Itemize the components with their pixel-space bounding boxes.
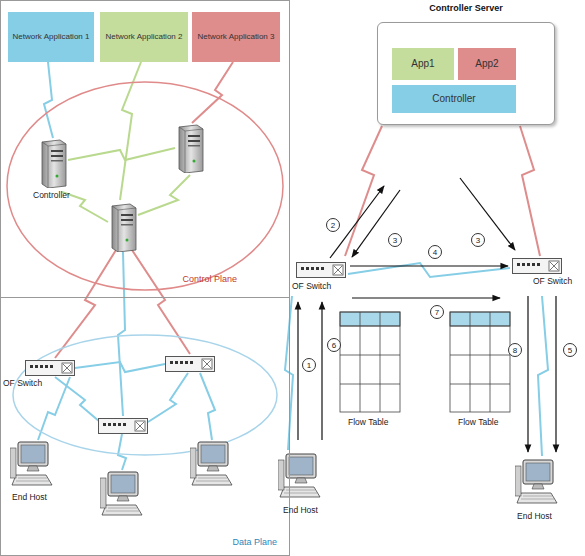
- panel-frame: [1, 1, 290, 298]
- box-label: Controller: [429, 93, 478, 105]
- region-label: Data Plane: [232, 537, 277, 547]
- callout-number: 2: [326, 218, 340, 232]
- switch-icon: [513, 259, 562, 274]
- flow-table-grid: [340, 312, 510, 412]
- wireless-links: [285, 126, 548, 456]
- host-icon: [100, 472, 142, 515]
- controller-server-box: Controller ServerApp1App2Controller: [377, 22, 555, 125]
- device-label: End Host: [517, 512, 552, 521]
- callout-number: 1: [302, 358, 316, 372]
- data-plane-ellipse: [13, 335, 277, 455]
- region-label: Controller Server: [378, 3, 554, 13]
- control-plane-region: Control Plane: [5, 80, 285, 292]
- device-label: OF Switch: [533, 277, 572, 286]
- region-ellipse: [7, 82, 283, 290]
- callout-number: 4: [428, 245, 442, 259]
- controller-box: Controller: [392, 85, 516, 113]
- box-label: App2: [472, 58, 501, 70]
- server-icon: [112, 204, 136, 252]
- box-label: Network Application 1: [10, 32, 93, 41]
- region-label: Control Plane: [182, 274, 237, 284]
- box-label: Network Application 3: [195, 32, 278, 41]
- switch-icon: [297, 263, 346, 278]
- server-icon: [179, 125, 203, 173]
- device-label: End Host: [283, 506, 318, 515]
- callout-number: 7: [430, 305, 444, 319]
- application-box: Network Application 1: [8, 12, 94, 62]
- device-label: OF Switch: [292, 282, 331, 291]
- server-icon: [42, 140, 66, 188]
- host-icon: [278, 454, 320, 497]
- device-label: Controller: [33, 191, 70, 200]
- data-plane-region: Data Plane: [0, 297, 290, 556]
- switch-icon: [26, 361, 75, 376]
- callout-number: 3: [471, 233, 485, 247]
- host-icon: [190, 442, 232, 485]
- callout-number: 3: [388, 233, 402, 247]
- host-icon: [10, 442, 52, 485]
- message-arrows: [298, 178, 556, 452]
- callout-number: 6: [327, 338, 341, 352]
- switch-icon: [99, 419, 148, 434]
- table-label: Flow Table: [348, 418, 388, 427]
- application-box: Network Application 2: [100, 12, 188, 62]
- switch-icon: [166, 357, 215, 372]
- app-box: App1: [392, 48, 454, 80]
- table-label: Flow Table: [458, 418, 498, 427]
- box-label: Network Application 2: [103, 32, 186, 41]
- callout-number: 8: [508, 343, 522, 357]
- wireless-links: [38, 62, 233, 470]
- device-label: End Host: [12, 493, 47, 502]
- region-outline: [5, 80, 285, 292]
- host-icon: [515, 460, 557, 503]
- application-box: Network Application 3: [192, 12, 280, 62]
- callout-number: 5: [563, 343, 577, 357]
- app-box: App2: [458, 48, 516, 80]
- box-label: App1: [408, 58, 437, 70]
- device-label: OF Switch: [3, 379, 42, 388]
